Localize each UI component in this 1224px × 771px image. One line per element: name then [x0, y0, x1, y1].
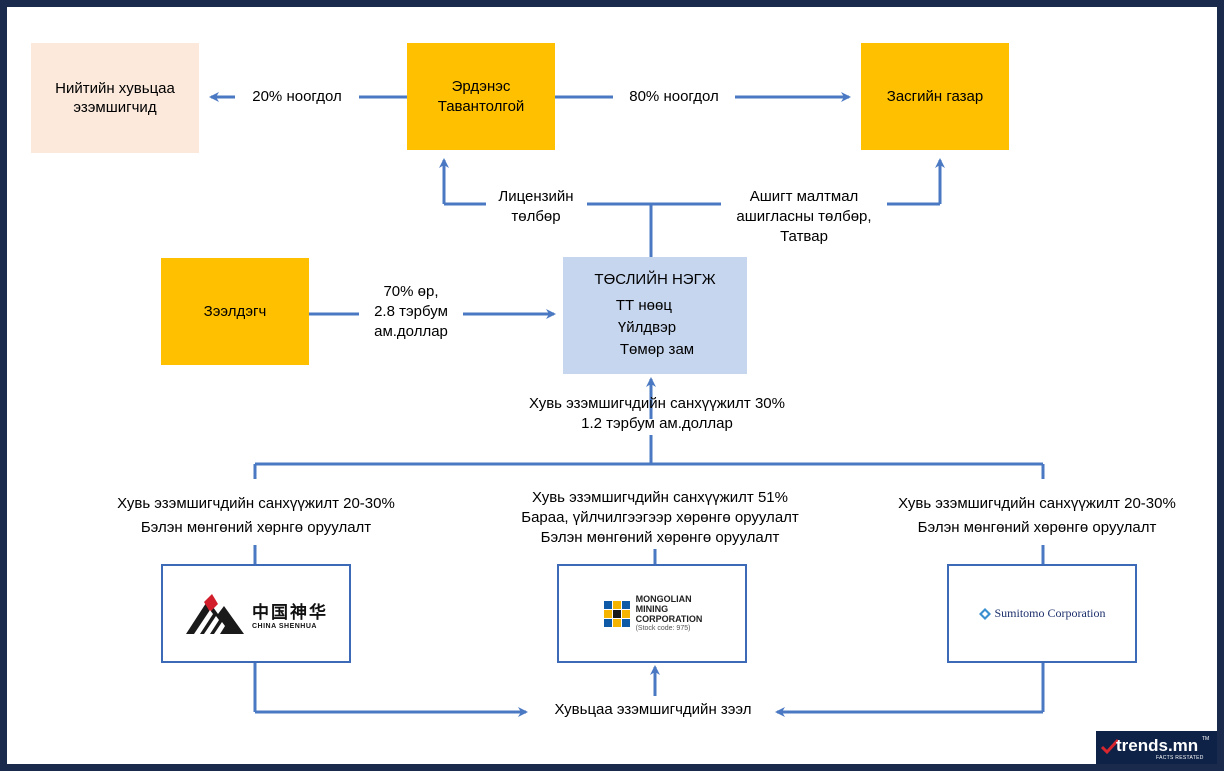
- license-fee-line-2: төлбөр: [511, 208, 561, 225]
- connector-lines: [209, 92, 1045, 717]
- mmc-emblem-icon: [602, 599, 631, 628]
- sumitomo-logo: Sumitomo Corporation: [967, 578, 1117, 649]
- dividend-20-label: 20% ноогдол: [252, 88, 342, 105]
- equity-30-label: Хувь эзэмшигчдийн санхүүжилт 30% 1.2 тэр…: [487, 394, 827, 434]
- sumitomo-diamond-icon: [978, 607, 991, 620]
- middle-investor-line-3: Бэлэн мөнгөний хөрөнгө оруулалт: [540, 529, 780, 546]
- government-label: Засгийн газар: [886, 87, 984, 105]
- equity-30-line-2: 1.2 тэрбум ам.доллар: [581, 415, 733, 432]
- china-shenhua-mountain-icon: [186, 593, 244, 634]
- china-shenhua-wordmark: 中国神华 CHINA SHENHUA: [252, 598, 328, 630]
- diagram-canvas: Нийтийн хувьцаа эзэмшигчид Эрдэнэс Таван…: [7, 7, 1217, 764]
- left-investor-line-2: Бэлэн мөнгөний хөрнгө оруулалт: [140, 519, 372, 536]
- project-item-reserve: ТТ нөөц: [615, 297, 672, 315]
- government-box: Засгийн газар: [861, 43, 1009, 150]
- mongolian-mining-logo-frame: MONGOLIAN MINING CORPORATION (Stock code…: [557, 564, 747, 663]
- sumitomo-wordmark: Sumitomo Corporation: [994, 606, 1106, 620]
- mmc-line-2: MINING: [635, 603, 669, 614]
- china-shenhua-logo: 中国神华 CHINA SHENHUA: [181, 578, 331, 649]
- watermark-tm: TM: [1202, 736, 1210, 742]
- right-investor-line-2: Бэлэн мөнгөний хөрөнгө оруулалт: [917, 519, 1157, 536]
- lender-box: Зээлдэгч: [161, 258, 309, 365]
- royalty-tax-label: Ашигт малтмал ашигласны төлбөр, Татвар: [721, 187, 887, 247]
- erdenes-line-2: Тавантолгой: [437, 97, 525, 115]
- erdenes-line-1: Эрдэнэс: [451, 78, 511, 95]
- middle-investor-label: Хувь эзэмшигчдийн санхүүжилт 51% Бараа, …: [485, 488, 835, 548]
- sumitomo-logo-frame: Sumitomo Corporation: [947, 564, 1137, 663]
- license-fee-line-1: Лицензийн: [498, 188, 574, 205]
- mmc-line-3: CORPORATION: [635, 613, 703, 624]
- project-unit-items: ТТ нөөц Үйлдвэр Төмөр зам: [616, 295, 694, 361]
- project-item-plant: Үйлдвэр: [617, 319, 677, 337]
- loan-line-2: 2.8 тэрбум: [374, 303, 448, 320]
- left-investor-label: Хувь эзэмшигчдийн санхүүжилт 20-30% Бэлэ…: [91, 492, 421, 540]
- project-item-railway: Төмөр зам: [619, 341, 695, 359]
- mmc-stock-code: (Stock code: 975): [635, 624, 691, 632]
- china-shenhua-logo-frame: 中国神华 CHINA SHENHUA: [161, 564, 351, 663]
- loan-line-3: ам.доллар: [374, 323, 448, 340]
- middle-investor-line-2: Бараа, үйлчилгээгээр хөрөнгө оруулалт: [521, 509, 799, 526]
- middle-investor-line-1: Хувь эзэмшигчдийн санхүүжилт 51%: [532, 489, 788, 506]
- license-fee-label: Лицензийн төлбөр: [485, 187, 587, 227]
- shareholder-loan-label: Хувьцаа эзэмшигчдийн зээл: [554, 701, 752, 718]
- checkmark-icon: [1101, 739, 1119, 755]
- china-shenhua-en: CHINA SHENHUA: [252, 622, 317, 630]
- dividend-80-label: 80% ноогдол: [629, 88, 719, 105]
- royalty-line-3: Татвар: [780, 228, 828, 245]
- loan-70-label: 70% өр, 2.8 тэрбум ам.доллар: [359, 282, 463, 342]
- loan-line-1: 70% өр,: [383, 283, 439, 300]
- mongolian-mining-logo: MONGOLIAN MINING CORPORATION (Stock code…: [577, 578, 727, 649]
- erdenes-tavantolgoi-box: Эрдэнэс Тавантолгой: [407, 43, 555, 150]
- public-shareholders-box: Нийтийн хувьцаа эзэмшигчид: [31, 43, 199, 153]
- china-shenhua-cn: 中国神华: [252, 602, 328, 623]
- project-unit-title: ТӨСЛИЙН НЭГЖ: [594, 270, 716, 288]
- mmc-line-1: MONGOLIAN: [635, 593, 692, 604]
- public-shareholders-line-1: Нийтийн хувьцаа: [55, 79, 175, 97]
- right-investor-label: Хувь эзэмшигчдийн санхүүжилт 20-30% Бэлэ…: [867, 492, 1207, 540]
- public-shareholders-line-2: эзэмшигчид: [73, 99, 157, 116]
- project-unit-box: ТӨСЛИЙН НЭГЖ ТТ нөөц Үйлдвэр Төмөр зам: [563, 257, 747, 374]
- lender-label: Зээлдэгч: [203, 302, 267, 320]
- royalty-line-2: ашигласны төлбөр,: [736, 208, 872, 225]
- mmc-wordmark: MONGOLIAN MINING CORPORATION (Stock code…: [636, 594, 703, 634]
- right-investor-line-1: Хувь эзэмшигчдийн санхүүжилт 20-30%: [898, 495, 1176, 512]
- trends-mn-watermark: trends.mn TM FACTS RESTATED: [1096, 731, 1217, 764]
- watermark-site: trends.mn: [1116, 736, 1199, 755]
- royalty-line-1: Ашигт малтмал: [749, 188, 859, 205]
- watermark-tagline: FACTS RESTATED: [1156, 755, 1204, 761]
- left-investor-line-1: Хувь эзэмшигчдийн санхүүжилт 20-30%: [117, 495, 395, 512]
- equity-30-line-1: Хувь эзэмшигчдийн санхүүжилт 30%: [529, 395, 785, 412]
